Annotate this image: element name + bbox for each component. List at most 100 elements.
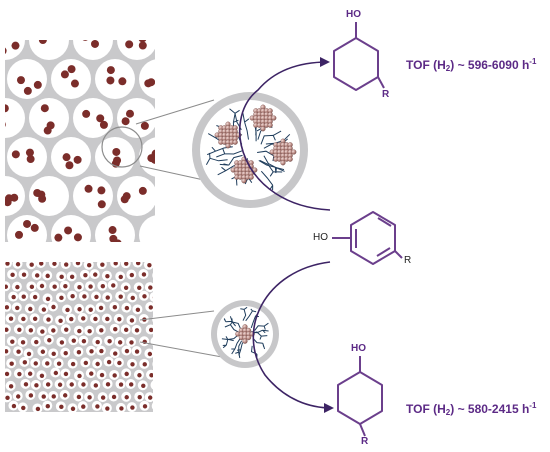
- nanoparticle: [95, 339, 100, 345]
- nanoparticle: [166, 318, 170, 322]
- nanoparticle: [130, 362, 135, 367]
- nanoparticle: [160, 283, 164, 287]
- pore: [152, 316, 153, 323]
- nanoparticle: [63, 371, 69, 377]
- nanoparticle: [193, 227, 201, 235]
- nanoparticle: [57, 382, 63, 387]
- nanoparticle: [5, 327, 9, 332]
- nanoparticle: [28, 393, 34, 398]
- nanoparticle: [129, 382, 134, 387]
- nanoparticle: [70, 293, 75, 299]
- highlighted-pore: [101, 126, 143, 168]
- pore: [139, 59, 155, 99]
- metal-atom: [287, 156, 293, 162]
- substituent-label-reactant: R: [404, 255, 412, 266]
- nanoparticle: [89, 349, 94, 354]
- nanoparticle: [10, 193, 19, 202]
- nanoparticle: [64, 327, 69, 332]
- nanoparticle: [81, 316, 86, 321]
- nanoparticle: [63, 350, 68, 356]
- nanoparticle: [99, 120, 108, 129]
- nanoparticle: [39, 283, 45, 289]
- nanoparticle: [123, 327, 129, 333]
- pore: [7, 137, 47, 177]
- nanoparticle: [70, 79, 79, 88]
- phenol-reactant: [332, 211, 403, 265]
- nanoparticle: [45, 361, 50, 366]
- ligand-chain: [254, 322, 269, 331]
- nanoparticle: [105, 382, 111, 387]
- nanoparticle: [117, 317, 122, 322]
- large-pore-set: [0, 31, 201, 242]
- tof-label-bottom: TOF (H2) ~ 580-2415 h-1: [406, 401, 536, 417]
- pore: [158, 369, 168, 379]
- nanoparticle: [42, 31, 50, 39]
- nanoparticle: [21, 405, 26, 411]
- nanoparticle: [123, 285, 129, 290]
- pore: [0, 59, 3, 99]
- nanoparticle: [76, 394, 82, 400]
- nanoparticle: [59, 295, 64, 301]
- pore: [95, 215, 135, 242]
- nanoparticle: [34, 383, 39, 388]
- nanoparticle: [16, 349, 21, 354]
- nanoparticle: [93, 272, 98, 277]
- nanoparticle: [117, 340, 123, 345]
- nanoparticle: [32, 294, 38, 300]
- nanocluster: [214, 121, 242, 149]
- nanoparticle: [130, 405, 135, 410]
- nanoparticle: [8, 384, 14, 389]
- nanoparticle: [118, 77, 127, 86]
- nanoparticle: [23, 382, 29, 387]
- nanoparticle: [113, 327, 118, 332]
- nanoparticle: [152, 296, 153, 299]
- pore: [163, 291, 173, 301]
- nanoparticle: [166, 294, 170, 298]
- nanoparticle: [183, 47, 191, 55]
- ligand-chain: [252, 337, 266, 350]
- cyclohexanol-bottom: [337, 356, 383, 437]
- nanoparticle: [99, 372, 105, 378]
- nanoparticle: [88, 284, 93, 289]
- nanoparticle: [10, 272, 15, 278]
- nanoparticle: [162, 73, 170, 81]
- pore: [7, 59, 47, 99]
- pore: [162, 380, 172, 390]
- nanoparticle: [84, 184, 93, 193]
- pore: [29, 40, 69, 60]
- pore: [161, 176, 201, 216]
- nanoparticle: [90, 40, 99, 48]
- nanoparticle: [112, 147, 121, 156]
- nanoparticle: [112, 373, 117, 378]
- ligand-chain: [235, 340, 243, 359]
- nanoparticle: [35, 406, 41, 412]
- nanoparticle: [97, 200, 106, 209]
- large-pore-support: [0, 31, 201, 242]
- nanoparticle: [129, 272, 135, 278]
- pore: [51, 137, 91, 177]
- pore: [0, 137, 3, 177]
- nanoparticle: [100, 262, 105, 267]
- nanoparticle: [99, 348, 104, 354]
- nanoparticle: [117, 360, 122, 366]
- nanoparticle: [129, 318, 135, 323]
- nanoparticle: [5, 349, 9, 354]
- nanoparticle: [51, 328, 56, 333]
- pore: [95, 137, 135, 177]
- tof-value: ) ~ 580-2415 h: [450, 402, 530, 416]
- metal-atom: [280, 160, 286, 166]
- nanoparticle: [113, 262, 118, 266]
- pore: [73, 176, 113, 216]
- nanoparticle: [148, 305, 153, 310]
- nanoparticle: [28, 306, 33, 312]
- pore: [150, 380, 153, 390]
- nanoparticle: [52, 262, 57, 266]
- pore: [73, 40, 113, 60]
- metal-atom: [232, 139, 238, 145]
- ligand-chain: [242, 113, 250, 140]
- nanoparticle: [23, 86, 32, 95]
- ligand-chain: [231, 338, 241, 355]
- nanoparticle: [38, 40, 47, 45]
- nanoparticle: [135, 307, 141, 313]
- nanoparticle: [182, 115, 190, 123]
